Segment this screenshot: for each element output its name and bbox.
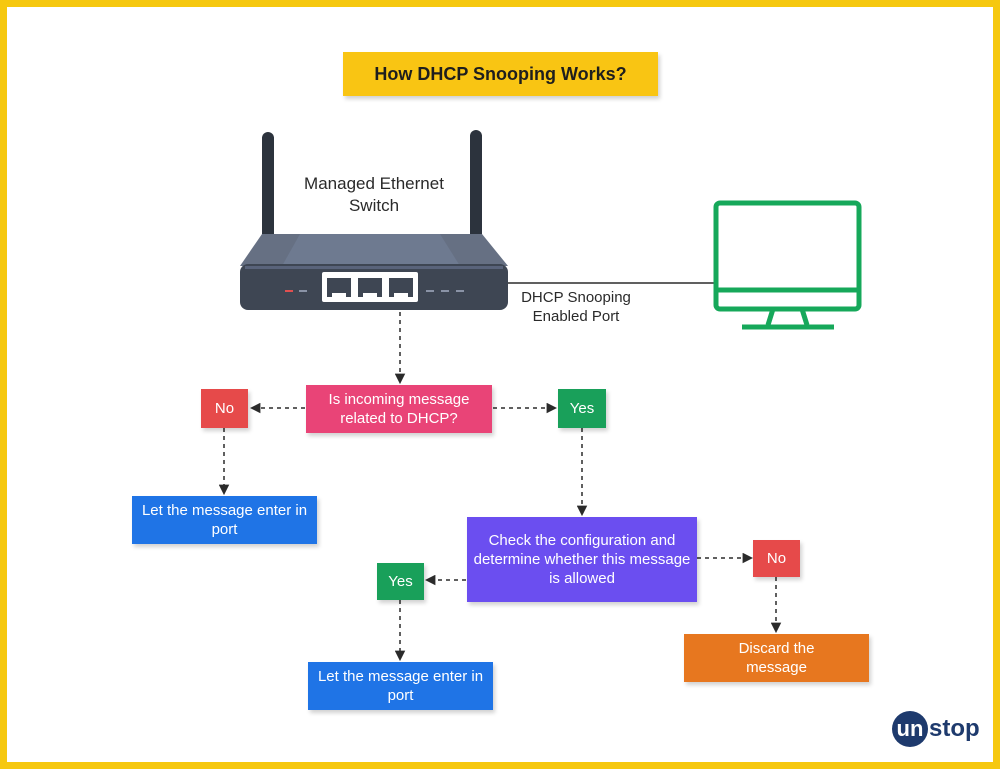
check-config-box: Check the configuration and determine wh… bbox=[467, 517, 697, 602]
port-label: DHCP Snooping Enabled Port bbox=[521, 289, 631, 325]
enter-port-box-bottom: Let the message enter in port bbox=[308, 662, 493, 710]
switch-label: Managed Ethernet Switch bbox=[304, 174, 444, 215]
enter-port-box-left: Let the message enter in port bbox=[132, 496, 317, 544]
monitor-icon bbox=[713, 200, 862, 330]
flow-connectors bbox=[218, 312, 782, 662]
yes-box-left: Yes bbox=[377, 563, 424, 600]
discard-box: Discard the message bbox=[684, 634, 869, 682]
decision-dhcp-box: Is incoming message related to DHCP? bbox=[306, 385, 492, 433]
diagram-title: How DHCP Snooping Works? bbox=[343, 52, 658, 96]
logo-text: stop bbox=[929, 715, 980, 742]
router-icon bbox=[240, 130, 508, 310]
unstop-logo: un stop bbox=[892, 711, 980, 747]
no-box-right: No bbox=[753, 540, 800, 577]
yes-box-right: Yes bbox=[558, 389, 606, 428]
no-box-left: No bbox=[201, 389, 248, 428]
logo-badge: un bbox=[892, 711, 928, 747]
